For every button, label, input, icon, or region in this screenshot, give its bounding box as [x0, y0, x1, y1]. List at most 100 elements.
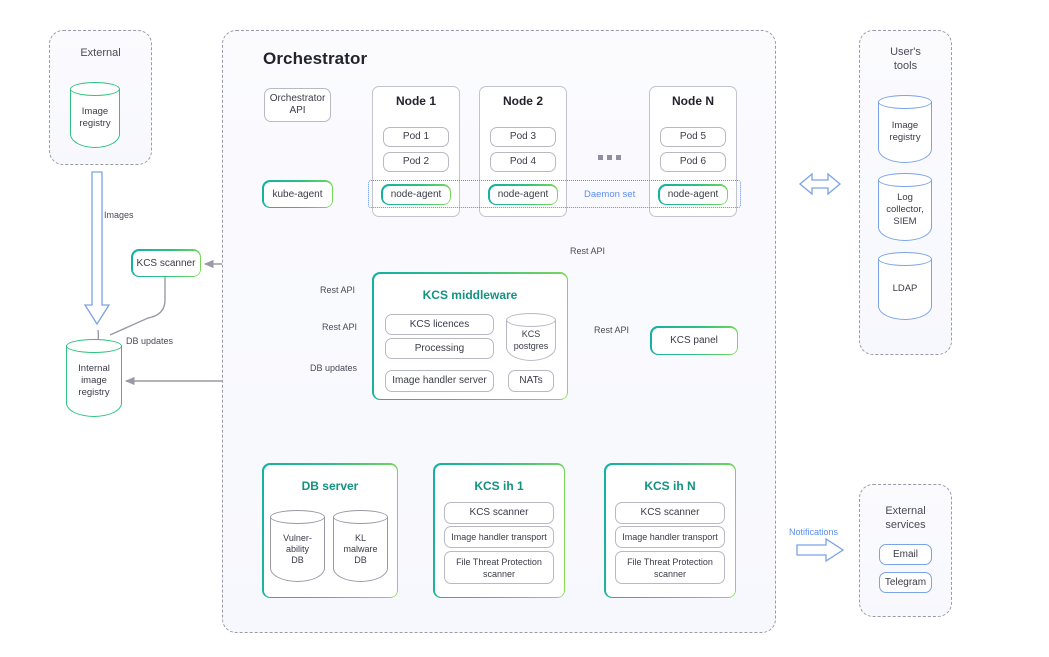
kcs-ih-n-ftp-line1: File Threat Protection — [627, 556, 713, 567]
internal-registry-line2: image — [81, 375, 107, 386]
kcs-postgres-line2: postgres — [513, 341, 549, 351]
users-tools-title-line1: User's — [890, 46, 921, 58]
pod-6-label: Pod 6 — [679, 156, 707, 167]
kcs-panel-box[interactable]: KCS panel — [650, 326, 738, 355]
pod-4-label: Pod 4 — [509, 156, 537, 167]
notifications-label: Notifications — [789, 527, 839, 537]
kcs-ih-n-scanner-label: KCS scanner — [640, 507, 700, 518]
malware-db-line3: DB — [354, 554, 367, 565]
nats-label: NATs — [519, 375, 543, 386]
node-agent-2-label: node-agent — [489, 185, 557, 204]
node-title-n: Node N — [672, 94, 714, 108]
db-server-title: DB server — [301, 478, 359, 493]
processing-label: Processing — [414, 342, 465, 354]
pod-1: Pod 1 — [383, 127, 449, 147]
malware-db-line2: malware — [343, 543, 378, 554]
ldap-line1: LDAP — [892, 283, 918, 294]
kcs-ih-n-ftp-line2: scanner — [653, 568, 687, 579]
nodes-ellipsis-icon — [598, 155, 621, 160]
kcs-ih-1-transport-label: Image handler transport — [451, 532, 547, 542]
pod-6: Pod 6 — [660, 152, 726, 172]
vuln-db-line1: Vulner- — [283, 532, 312, 543]
kcs-ih-n-scanner[interactable]: KCS scanner — [615, 502, 725, 524]
daemon-set-band — [368, 180, 741, 208]
orchestrator-api-line1: Orchestrator — [269, 93, 326, 104]
rest-api-kube-label: Rest API — [320, 285, 356, 295]
kcs-ih-1-scanner[interactable]: KCS scanner — [444, 502, 554, 524]
external-registry-line1: Image — [81, 106, 109, 117]
rest-api-scanner-label: Rest API — [322, 322, 358, 332]
rest-api-panel-label: Rest API — [594, 325, 630, 335]
internal-registry-line1: Internal — [78, 363, 110, 374]
vuln-db-line3: DB — [291, 554, 304, 565]
telegram-label: Telegram — [884, 576, 927, 588]
malware-db-line1: KL — [354, 532, 366, 543]
pod-4: Pod 4 — [490, 152, 556, 172]
node-agent-2[interactable]: node-agent — [488, 184, 558, 205]
notifications-arrow — [796, 537, 845, 563]
internal-registry-line3: registry — [78, 387, 110, 398]
vulnerability-db-cylinder: Vulner- ability DB — [270, 510, 325, 582]
vuln-db-line2: ability — [285, 543, 309, 554]
kcs-panel-label: KCS panel — [651, 327, 737, 354]
kcs-ih-n-title: KCS ih N — [644, 478, 696, 493]
images-label: Images — [104, 210, 134, 220]
log-collector-line2: collector, — [886, 204, 924, 215]
bidirectional-arrow — [798, 172, 842, 196]
kcs-licences-box[interactable]: KCS licences — [385, 314, 494, 335]
kube-agent-box[interactable]: kube-agent — [262, 180, 333, 208]
node-agent-1[interactable]: node-agent — [381, 184, 451, 205]
external-image-registry-cylinder: Image registry — [70, 82, 120, 148]
kcs-ih-n-transport[interactable]: Image handler transport — [615, 526, 725, 548]
processing-box[interactable]: Processing — [385, 338, 494, 359]
kube-agent-label: kube-agent — [263, 181, 332, 207]
users-image-registry-cylinder: Image registry — [878, 95, 932, 163]
node-title-2: Node 2 — [502, 94, 543, 108]
pod-3: Pod 3 — [490, 127, 556, 147]
daemon-set-label: Daemon set — [584, 189, 636, 200]
kcs-ih-1-ftp-scanner[interactable]: File Threat Protection scanner — [444, 551, 554, 584]
kcs-middleware-title: KCS middleware — [422, 287, 518, 302]
image-handler-server-box[interactable]: Image handler server — [385, 370, 494, 392]
kcs-scanner-left-label: KCS scanner — [132, 250, 200, 276]
db-updates-scanner-label: DB updates — [126, 336, 174, 346]
kcs-ih-1-ftp-line2: scanner — [482, 568, 516, 579]
node-agent-n[interactable]: node-agent — [658, 184, 728, 205]
pod-3-label: Pod 3 — [509, 131, 537, 142]
pod-1-label: Pod 1 — [402, 131, 430, 142]
kcs-postgres-line1: KCS — [521, 329, 541, 339]
orchestrator-api-box[interactable]: Orchestrator API — [264, 88, 331, 122]
email-box[interactable]: Email — [879, 544, 932, 565]
internal-image-registry-cylinder: Internal image registry — [66, 339, 122, 417]
db-updates-registry-label: DB updates — [310, 363, 358, 373]
rest-api-nodes-label: Rest API — [570, 246, 606, 256]
kcs-licences-label: KCS licences — [409, 318, 470, 330]
node-agent-n-label: node-agent — [659, 185, 727, 204]
external-group-title: External — [80, 47, 121, 59]
users-tools-title-line2: tools — [893, 60, 918, 72]
external-services-title-line2: services — [885, 519, 926, 531]
users-registry-line2: registry — [889, 132, 921, 143]
kcs-ih-1-transport[interactable]: Image handler transport — [444, 526, 554, 548]
kl-malware-db-cylinder: KL malware DB — [333, 510, 388, 582]
external-registry-line2: registry — [79, 118, 111, 129]
pod-5: Pod 5 — [660, 127, 726, 147]
log-collector-line1: Log — [897, 192, 913, 203]
log-collector-siem-cylinder: Log collector, SIEM — [878, 173, 932, 241]
nats-box[interactable]: NATs — [508, 370, 554, 392]
users-registry-line1: Image — [891, 120, 919, 131]
log-collector-line3: SIEM — [893, 216, 917, 227]
external-services-title-line1: External — [885, 505, 926, 517]
node-agent-1-label: node-agent — [382, 185, 450, 204]
kcs-ih-1-title: KCS ih 1 — [474, 478, 524, 493]
kcs-ih-n-ftp-scanner[interactable]: File Threat Protection scanner — [615, 551, 725, 584]
telegram-box[interactable]: Telegram — [879, 572, 932, 593]
kcs-scanner-left-box[interactable]: KCS scanner — [131, 249, 201, 277]
kcs-ih-1-ftp-line1: File Threat Protection — [456, 556, 542, 567]
orchestrator-title: Orchestrator — [263, 49, 368, 68]
images-arrow — [83, 171, 111, 326]
pod-5-label: Pod 5 — [679, 131, 707, 142]
node-title-1: Node 1 — [395, 94, 436, 108]
orchestrator-api-line2: API — [289, 105, 306, 116]
kcs-postgres-cylinder: KCS postgres — [506, 313, 556, 361]
